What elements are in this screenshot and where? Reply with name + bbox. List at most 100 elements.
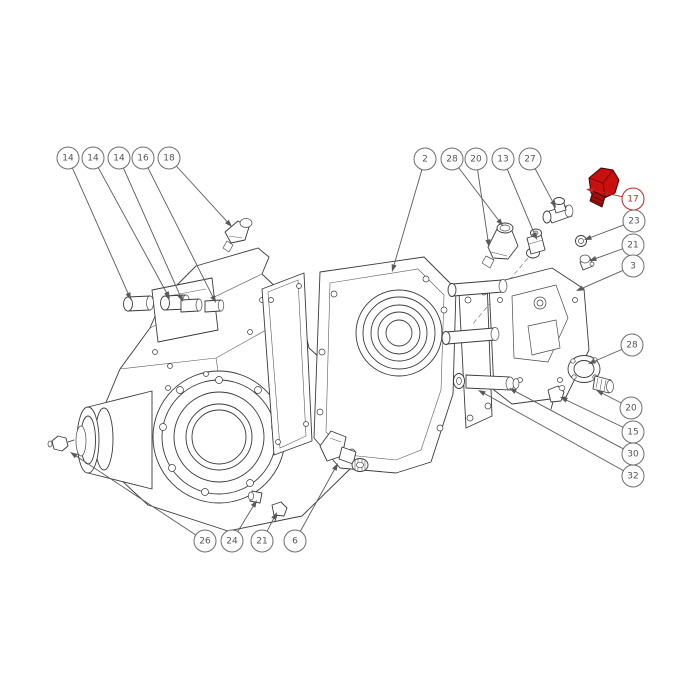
balloon-label: 32	[627, 472, 638, 482]
balloon-circle[interactable]	[619, 396, 643, 420]
callout-32-18[interactable]: 32	[478, 390, 645, 488]
balloon-circle[interactable]	[220, 529, 244, 553]
callout-20-15[interactable]: 20	[596, 390, 643, 420]
leader-arrowhead	[560, 397, 568, 403]
leader-line	[601, 392, 622, 404]
callout-24-20[interactable]: 24	[220, 500, 257, 553]
stud	[204, 299, 225, 313]
balloon-label: 30	[627, 450, 639, 460]
leader-line	[591, 189, 623, 198]
balloon-circle[interactable]	[81, 146, 105, 170]
balloon-label: 6	[292, 537, 298, 547]
dowel-pin	[123, 295, 154, 312]
leader-line	[514, 390, 624, 450]
balloon-circle[interactable]	[621, 464, 645, 488]
callout-3-13[interactable]: 3	[576, 254, 645, 291]
balloon-label: 14	[113, 154, 125, 164]
balloon-label: 28	[626, 341, 638, 351]
balloon-label: 24	[226, 537, 238, 547]
leader-line	[72, 167, 129, 295]
balloon-circle[interactable]	[440, 147, 464, 171]
tee-fitting-27	[542, 197, 574, 224]
balloon-circle[interactable]	[491, 147, 515, 171]
leader-arrowhead	[586, 188, 594, 194]
leader-arrowhead	[584, 234, 592, 240]
balloon-circle[interactable]	[621, 254, 645, 278]
leader-arrowhead	[509, 388, 517, 394]
small-elbow-fitting	[271, 501, 288, 522]
grease-fitting	[47, 435, 75, 452]
balloon-circle[interactable]	[464, 147, 488, 171]
leader-line	[237, 504, 255, 532]
balloon-circle[interactable]	[193, 529, 217, 553]
elbow-fitting-18	[222, 218, 253, 253]
balloon-circle[interactable]	[107, 146, 131, 170]
mounting-stud	[447, 279, 508, 297]
leader-arrowhead	[332, 463, 338, 471]
leader-arrowhead	[496, 218, 503, 226]
balloon-circle[interactable]	[131, 146, 155, 170]
mounting-stud-washer	[453, 373, 520, 391]
drain-valve-elbow	[319, 430, 369, 472]
leader-arrowhead	[596, 390, 604, 396]
leader-arrowhead	[588, 358, 596, 364]
balloon-circle[interactable]	[157, 146, 181, 170]
leader-line	[176, 165, 229, 223]
callout-28-14[interactable]: 28	[588, 333, 644, 364]
balloon-circle[interactable]	[518, 147, 542, 171]
balloon-label: 13	[497, 155, 508, 165]
callout-14-1[interactable]: 14	[81, 146, 170, 299]
elbow-fitting-20	[481, 222, 519, 269]
bearing-bore	[355, 289, 443, 377]
callout-18-4[interactable]: 18	[157, 146, 232, 227]
leader-line	[594, 248, 623, 260]
callout-6-22[interactable]: 6	[283, 463, 338, 553]
leader-line	[581, 270, 624, 290]
callout-2-5[interactable]: 2	[391, 147, 437, 272]
hex-nut-23	[575, 235, 587, 247]
balloon-circle[interactable]	[283, 529, 307, 553]
balloon-label: 21	[627, 241, 638, 251]
leader-line	[589, 224, 624, 239]
bearing-flange	[152, 370, 286, 504]
callout-14-0[interactable]: 14	[56, 146, 131, 300]
callout-27-9[interactable]: 27	[518, 147, 556, 208]
highlighted-part-17[interactable]	[588, 167, 620, 208]
leader-line	[97, 167, 168, 294]
leader-arrowhead	[531, 232, 537, 240]
balloon-label: 16	[137, 154, 149, 164]
balloon-circle[interactable]	[413, 147, 437, 171]
leader-line	[506, 168, 536, 235]
callout-13-8[interactable]: 13	[491, 147, 537, 240]
balloon-label: 20	[625, 404, 637, 414]
balloon-circle[interactable]	[620, 333, 644, 357]
center-housing	[248, 256, 457, 522]
callout-21-21[interactable]: 21	[250, 512, 277, 553]
balloon-circle[interactable]	[250, 529, 274, 553]
callout-26-19[interactable]: 26	[70, 452, 217, 553]
leader-line	[74, 454, 197, 536]
callout-16-3[interactable]: 16	[131, 146, 216, 303]
callout-23-11[interactable]: 23	[584, 209, 646, 240]
callout-14-2[interactable]: 14	[107, 146, 183, 302]
small-fitting-21	[579, 254, 595, 271]
balloon-circle[interactable]	[622, 209, 646, 233]
dowel-pin	[180, 298, 203, 313]
leader-arrowhead	[576, 285, 584, 291]
callout-28-6[interactable]: 28	[440, 147, 503, 226]
leader-arrowhead	[250, 500, 257, 508]
leader-arrowhead	[164, 291, 170, 299]
callout-30-17[interactable]: 30	[509, 388, 645, 466]
balloon-label: 2	[422, 155, 428, 165]
leader-line	[458, 167, 500, 222]
leader-line	[123, 167, 181, 297]
balloon-circle[interactable]	[56, 146, 80, 170]
leader-line	[393, 169, 423, 267]
callout-20-7[interactable]: 20	[464, 147, 491, 247]
callout-15-16[interactable]: 15	[560, 397, 645, 444]
leader-line	[534, 168, 554, 203]
leader-arrowhead	[271, 512, 277, 520]
